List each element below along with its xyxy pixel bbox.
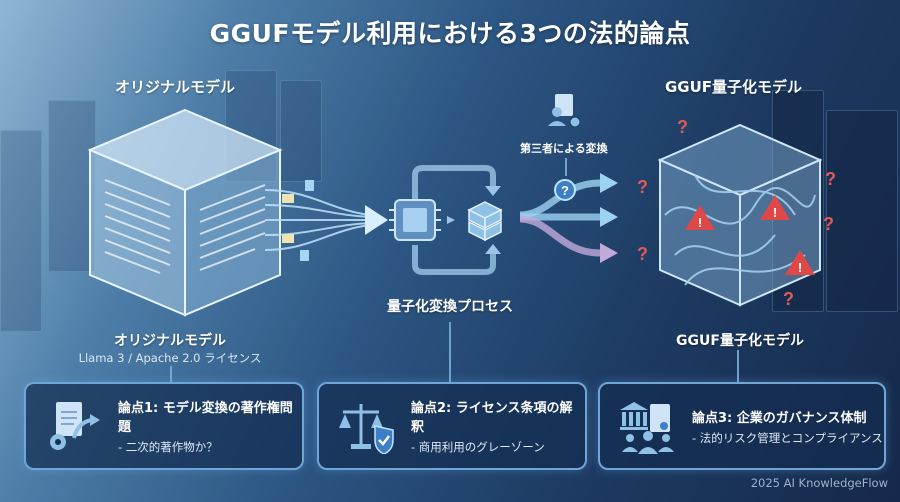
data-stream-arrow-icon (264, 180, 388, 261)
issue-2-title: 論点2: ライセンス条項の解釈 (411, 401, 573, 435)
svg-text:?: ? (677, 117, 688, 137)
scales-shield-icon (339, 404, 394, 454)
svg-text:!: ! (798, 260, 802, 275)
server-rack-left-1 (0, 130, 42, 332)
connector-1 (170, 366, 172, 382)
connector-2 (449, 322, 451, 382)
document-conversion-icon (50, 402, 100, 450)
issue-card-governance[interactable]: 論点3: 企業のガバナンス体制 - 法的リスク管理とコンプライアンス (598, 382, 886, 470)
svg-text:?: ? (637, 244, 648, 264)
svg-text:!: ! (773, 205, 777, 220)
original-model-license: Llama 3 / Apache 2.0 ライセンス (78, 351, 262, 365)
server-rack-right-2 (826, 110, 898, 312)
quantization-process-icon (389, 165, 503, 275)
svg-text:?: ? (561, 183, 569, 198)
issue-card-license[interactable]: 論点2: ライセンス条項の解釈 - 商用利用のグレーゾーン (317, 382, 587, 470)
issue-1-sub: - 二次的著作物か？ (118, 440, 218, 454)
server-rack-left-4 (280, 80, 322, 182)
footer-credit: 2025 AI KnowledgeFlow (750, 476, 888, 490)
issue-1-title: 論点1: モデル変換の著作権問題 (118, 401, 293, 435)
connector-3 (737, 350, 739, 382)
svg-text:?: ? (823, 214, 834, 234)
svg-text:?: ? (783, 289, 794, 309)
third-party-person-gear-icon (548, 94, 581, 128)
page-title: GGUFモデル利用における3つの法的論点 (209, 19, 691, 48)
issue-3-title: 論点3: 企業のガバナンス体制 (692, 410, 867, 426)
svg-text:?: ? (825, 169, 836, 189)
original-model-top-label: オリジナルモデル (115, 78, 236, 96)
gguf-model-label: GGUF量子化モデル (676, 333, 804, 349)
svg-text:!: ! (698, 215, 702, 230)
quantization-process-label: 量子化変換プロセス (387, 299, 513, 315)
issue-2-sub: - 商用利用のグレーゾーン (411, 440, 545, 454)
branching-arrows-icon: ? (520, 173, 618, 263)
server-rack-left-2 (48, 100, 96, 272)
issue-card-copyright[interactable]: 論点1: モデル変換の著作権問題 - 二次的著作物か？ (24, 382, 304, 470)
third-party-connector (565, 158, 567, 176)
third-party-label: 第三者による変換 (520, 142, 608, 155)
original-model-cube-icon (87, 108, 283, 317)
issue-3-sub: - 法的リスク管理とコンプライアンス (692, 430, 883, 445)
gguf-tangled-cube-icon: !!! ??? ??? (637, 117, 836, 309)
gguf-model-top-label: GGUF量子化モデル (665, 78, 803, 96)
institution-people-icon (620, 402, 674, 454)
svg-text:?: ? (637, 177, 648, 197)
original-model-label: オリジナルモデル (114, 333, 226, 349)
